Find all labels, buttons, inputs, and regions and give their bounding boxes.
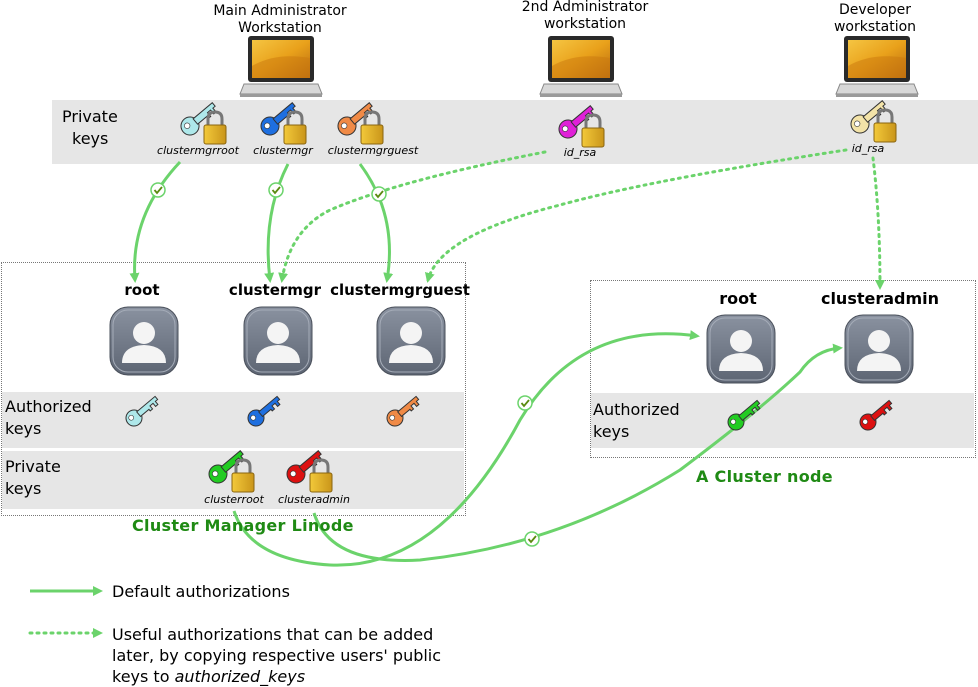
arrow-clustermgrroot-to-root bbox=[129, 160, 182, 283]
authorized-key-icon-node-clusteradmin bbox=[859, 399, 893, 431]
locked-key-icon-id-rsa-dev bbox=[850, 100, 897, 143]
user-avatar-icon-manager-clustermgrguest bbox=[376, 306, 446, 376]
manager-title: Cluster Manager Linode bbox=[132, 516, 354, 535]
manager-user-root: root bbox=[124, 281, 160, 299]
laptop-icon-main-admin bbox=[239, 36, 323, 97]
user-avatar-icon-manager-root bbox=[109, 306, 179, 376]
arrow-clustermgrguest-to-clustermgrguest bbox=[358, 163, 394, 283]
locked-key-icon-clustermgrguest bbox=[337, 102, 384, 145]
dotted-arrow-id-rsa-dev-to-clusteradmin bbox=[871, 156, 885, 290]
node-title: A Cluster node bbox=[696, 467, 833, 486]
authorized-key-icon-node-root bbox=[727, 399, 761, 431]
user-avatar-icon-node-root bbox=[706, 314, 776, 384]
cluster-node-box bbox=[590, 280, 976, 458]
legend-solid-text: Default authorizations bbox=[112, 582, 290, 601]
locked-key-icon-clusterroot bbox=[208, 450, 255, 493]
key-label-clustermgr: clustermgr bbox=[253, 144, 313, 157]
node-user-clusteradmin: clusteradmin bbox=[820, 289, 940, 308]
key-label-clusteradmin: clusteradmin bbox=[278, 493, 350, 506]
locked-key-icon-clustermgr bbox=[260, 102, 307, 145]
key-label-id-rsa-dev: id_rsa bbox=[851, 142, 885, 155]
legend-dotted-text: Useful authorizations that can be added … bbox=[112, 625, 442, 686]
user-avatar-icon-node-clusteradmin bbox=[844, 314, 914, 384]
arrow-clusterroot-to-node-root bbox=[232, 330, 700, 567]
locked-key-icon-clusteradmin bbox=[286, 450, 333, 493]
node-authorized-band bbox=[591, 393, 974, 448]
laptop-icon-2nd-admin bbox=[539, 36, 623, 97]
key-label-clusterroot: clusterroot bbox=[204, 493, 264, 506]
arrow-clustermgr-to-clustermgr bbox=[264, 163, 290, 283]
manager-user-clustermgr: clustermgr bbox=[228, 281, 322, 299]
authorized-key-icon-manager-clustermgrguest bbox=[386, 395, 420, 427]
locked-key-icon-id-rsa-2nd bbox=[558, 105, 605, 148]
dotted-arrow-id-rsa-2nd-to-clustermgr bbox=[278, 150, 547, 283]
key-label-clustermgrguest: clustermgrguest bbox=[327, 144, 419, 157]
cluster-manager-box bbox=[1, 262, 466, 516]
key-label-clustermgrroot: clustermgrroot bbox=[157, 144, 239, 157]
authorized-key-icon-manager-clustermgr bbox=[247, 395, 281, 427]
key-label-id-rsa-2nd: id_rsa bbox=[563, 146, 597, 159]
manager-user-clustermgrguest: clustermgrguest bbox=[330, 281, 470, 299]
check-icon-2 bbox=[268, 182, 284, 198]
user-avatar-icon-manager-clustermgr bbox=[243, 306, 313, 376]
authorized-key-icon-manager-root bbox=[125, 395, 159, 427]
node-user-root: root bbox=[719, 289, 757, 308]
locked-key-icon-clustermgrroot bbox=[180, 102, 227, 145]
dotted-arrow-id-rsa-dev-to-clustermgrguest bbox=[424, 148, 848, 283]
arrow-clusteradmin-to-node-clusteradmin bbox=[312, 343, 843, 562]
check-icon-5 bbox=[524, 531, 540, 547]
laptop-icon-developer bbox=[835, 36, 919, 97]
check-icon-3 bbox=[371, 186, 387, 202]
check-icon-1 bbox=[150, 182, 166, 198]
check-icon-4 bbox=[517, 395, 533, 411]
